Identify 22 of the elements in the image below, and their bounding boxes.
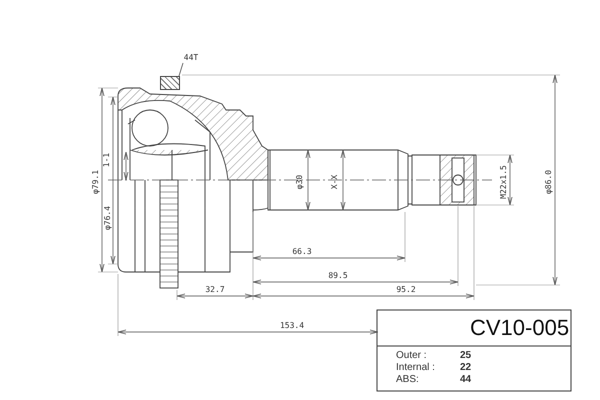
leader-line (178, 62, 184, 76)
dimension-label: 153.4 (280, 322, 304, 330)
dimension-label: 1-1 (103, 152, 111, 168)
value-text: 22 (460, 363, 472, 373)
value-text: 25 (460, 351, 472, 361)
dimension-label: 32.7 (205, 286, 225, 294)
field-label: Outer : (396, 351, 427, 361)
dimension-label: M22x1.5 (500, 165, 508, 199)
value-text: 44 (460, 375, 472, 385)
dimension-label: φ30 (296, 174, 304, 190)
dimension-label: 89.5 (328, 272, 348, 280)
field-label: Internal : (396, 363, 435, 373)
field-label: ABS: (396, 375, 419, 385)
dimension-label: 66.3 (292, 248, 312, 256)
dimension-label: 95.2 (396, 286, 416, 294)
dimension-label: φ86.0 (545, 170, 553, 194)
tooth-section (160, 76, 180, 90)
callout-label: 44T (180, 52, 202, 63)
dimension-label: φ76.4 (104, 206, 112, 230)
dimension-label: X-X (331, 174, 339, 190)
dimension-label: φ79.1 (92, 170, 100, 194)
part-number: CV10-005 (470, 317, 570, 339)
